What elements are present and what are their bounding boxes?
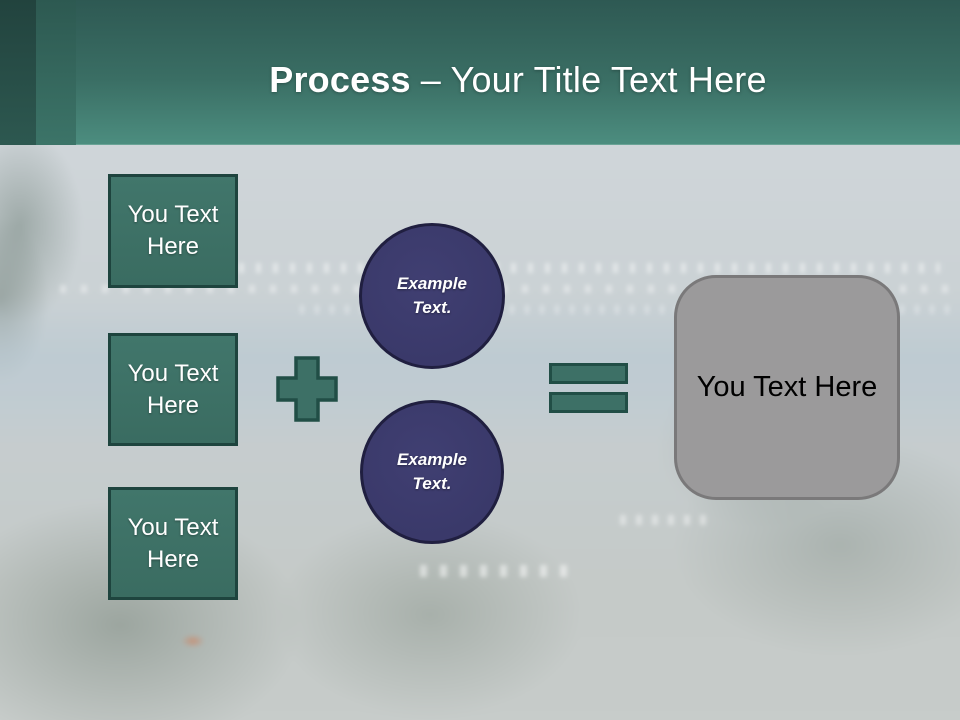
slide-title-rest: – Your Title Text Here xyxy=(420,58,767,100)
result-box[interactable]: You Text Here xyxy=(674,275,900,500)
header-accent-bar-mid xyxy=(36,0,76,145)
equals-top-bar xyxy=(549,363,628,384)
plus-icon xyxy=(276,356,338,422)
slide-body: You Text Here You Text Here You Text Her… xyxy=(0,145,960,720)
equals-bottom-bar xyxy=(549,392,628,413)
example-circle-1[interactable]: Example Text. xyxy=(359,223,505,369)
input-box-1[interactable]: You Text Here xyxy=(108,174,238,288)
equals-icon xyxy=(549,363,628,413)
input-box-3[interactable]: You Text Here xyxy=(108,487,238,600)
input-box-2[interactable]: You Text Here xyxy=(108,333,238,446)
slide-title-emphasis: Process xyxy=(269,58,411,100)
title-bar: Process– Your Title Text Here xyxy=(0,0,960,145)
example-circle-2[interactable]: Example Text. xyxy=(360,400,504,544)
header-accent-bar-dark xyxy=(0,0,36,145)
slide-title[interactable]: Process– Your Title Text Here xyxy=(76,0,960,145)
